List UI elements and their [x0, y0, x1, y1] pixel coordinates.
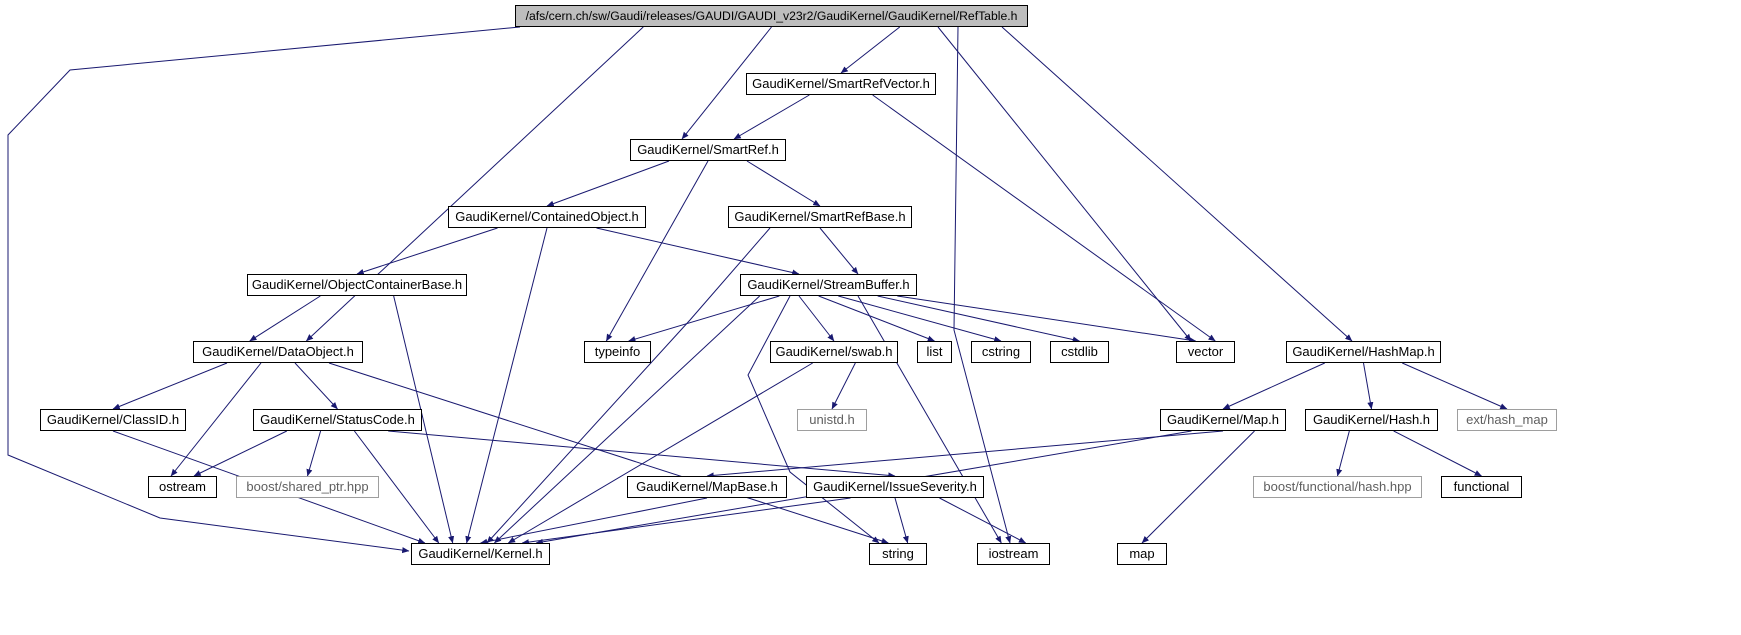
edge-statuscode-kernel [354, 430, 440, 544]
node-iostream: iostream [977, 543, 1050, 565]
edge-streambuffer-cstring [838, 295, 1002, 343]
node-ostream: ostream [148, 476, 217, 498]
node-statuscode[interactable]: GaudiKernel/StatusCode.h [253, 409, 422, 431]
edge-swab-unistd [831, 362, 856, 410]
edge-objectcontainerbase-dataobject [249, 295, 321, 342]
edge-swab-kernel [507, 362, 813, 544]
node-vector: vector [1176, 341, 1235, 363]
edge-issueseverity-string [894, 497, 909, 544]
node-reftable: /afs/cern.ch/sw/Gaudi/releases/GAUDI/GAU… [515, 5, 1028, 27]
edge-dataobject-statuscode [294, 362, 338, 410]
node-hashmap[interactable]: GaudiKernel/HashMap.h [1286, 341, 1441, 363]
node-map_h[interactable]: GaudiKernel/Map.h [1160, 409, 1286, 431]
node-ext_hash_map: ext/hash_map [1457, 409, 1557, 431]
edge-hash_h-functional [1393, 430, 1482, 477]
edge-dataobject-classid [112, 362, 228, 410]
node-cstring: cstring [971, 341, 1031, 363]
edge-statuscode-ostream [193, 430, 288, 477]
node-functional: functional [1441, 476, 1522, 498]
edge-smartrefvector-smartref [733, 94, 810, 140]
node-smartrefvector[interactable]: GaudiKernel/SmartRefVector.h [746, 73, 936, 95]
node-sharedptr: boost/shared_ptr.hpp [236, 476, 379, 498]
node-boost_hash: boost/functional/hash.hpp [1253, 476, 1422, 498]
node-classid[interactable]: GaudiKernel/ClassID.h [40, 409, 186, 431]
edge-smartrefbase-kernel [486, 227, 771, 544]
edge-streambuffer-typeinfo [628, 295, 780, 342]
edge-reftable-vector [937, 26, 1192, 342]
node-smartrefbase[interactable]: GaudiKernel/SmartRefBase.h [728, 206, 912, 228]
node-hash_h[interactable]: GaudiKernel/Hash.h [1305, 409, 1438, 431]
node-streambuffer[interactable]: GaudiKernel/StreamBuffer.h [740, 274, 917, 296]
edge-containedobject-objectcontainerbase [356, 227, 498, 275]
edge-reftable-kernel [7, 26, 521, 554]
edge-dataobject-string [328, 362, 889, 544]
edge-containedobject-streambuffer [596, 227, 800, 276]
edge-smartref-smartrefbase [746, 160, 821, 207]
node-objectcontainerbase[interactable]: GaudiKernel/ObjectContainerBase.h [247, 274, 467, 296]
edge-hashmap-map_h [1222, 362, 1325, 410]
node-swab[interactable]: GaudiKernel/swab.h [770, 341, 898, 363]
node-kernel[interactable]: GaudiKernel/Kernel.h [411, 543, 550, 565]
node-string: string [869, 543, 927, 565]
edge-smartref-containedobject [546, 160, 670, 207]
edge-mapbase-kernel [480, 497, 708, 545]
edge-streambuffer-kernel [494, 295, 761, 544]
edge-hashmap-ext_hash_map [1402, 362, 1508, 410]
node-issueseverity[interactable]: GaudiKernel/IssueSeverity.h [806, 476, 984, 498]
node-dataobject[interactable]: GaudiKernel/DataObject.h [193, 341, 363, 363]
edge-smartrefvector-vector [872, 94, 1216, 342]
node-smartref[interactable]: GaudiKernel/SmartRef.h [630, 139, 786, 161]
node-mapbase[interactable]: GaudiKernel/MapBase.h [627, 476, 787, 498]
edge-streambuffer-list [818, 295, 935, 342]
node-cstdlib: cstdlib [1050, 341, 1109, 363]
edge-statuscode-issueseverity [388, 430, 896, 479]
edge-reftable-iostream [953, 26, 1012, 544]
edge-smartref-typeinfo [605, 160, 709, 342]
edge-reftable-hashmap [1001, 26, 1353, 342]
node-typeinfo: typeinfo [584, 341, 651, 363]
edge-containedobject-kernel [465, 227, 548, 544]
edge-reftable-smartrefvector [840, 26, 901, 74]
edge-objectcontainerbase-kernel [393, 295, 455, 544]
node-unistd: unistd.h [797, 409, 867, 431]
edge-issueseverity-iostream [939, 497, 1027, 544]
edge-streambuffer-vector [897, 295, 1197, 343]
edge-hashmap-hash_h [1363, 362, 1374, 410]
edge-streambuffer-cstdlib [877, 295, 1080, 343]
edge-streambuffer-iostream [857, 295, 1002, 544]
edge-smartrefbase-streambuffer [819, 227, 859, 275]
edge-streambuffer-string [747, 295, 880, 544]
edge-statuscode-sharedptr [306, 430, 322, 477]
edge-issueseverity-kernel [521, 497, 851, 546]
edge-hash_h-boost_hash [1336, 430, 1350, 477]
edge-map_h-mapbase [706, 430, 1224, 479]
node-containedobject[interactable]: GaudiKernel/ContainedObject.h [448, 206, 646, 228]
node-map_std: map [1117, 543, 1167, 565]
edge-streambuffer-swab [798, 295, 835, 342]
edge-reftable-smartref [681, 26, 772, 140]
node-list: list [917, 341, 952, 363]
edge-map_h-map_std [1141, 430, 1255, 544]
